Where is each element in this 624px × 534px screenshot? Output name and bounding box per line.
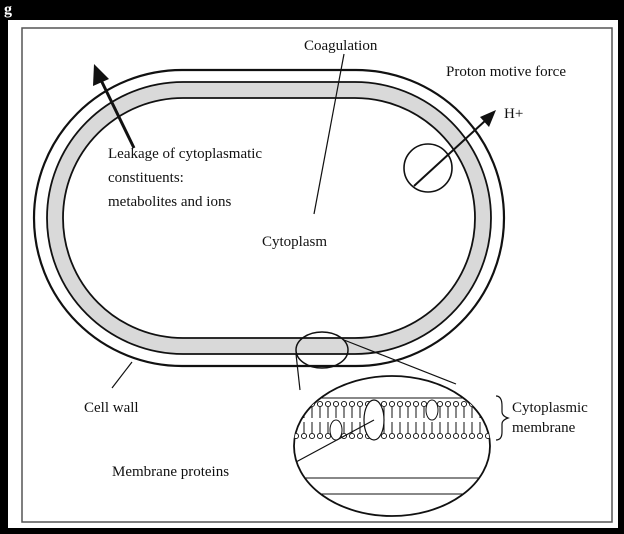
lipid-head bbox=[469, 433, 474, 438]
lipid-head bbox=[317, 401, 322, 406]
lipid-head bbox=[453, 433, 458, 438]
proton-pump-circle bbox=[404, 144, 452, 192]
lipid-head bbox=[445, 401, 450, 406]
lipid-head bbox=[405, 401, 410, 406]
lipid-head bbox=[349, 433, 354, 438]
lipid-head bbox=[437, 401, 442, 406]
lipid-head bbox=[309, 433, 314, 438]
lipid-head bbox=[429, 433, 434, 438]
membrane-protein-small-upper bbox=[426, 400, 438, 420]
lipid-head bbox=[381, 433, 386, 438]
label-h-plus: H+ bbox=[504, 106, 523, 122]
lipid-head bbox=[461, 433, 466, 438]
lipid-head bbox=[349, 401, 354, 406]
lipid-head bbox=[301, 433, 306, 438]
lipid-head bbox=[453, 401, 458, 406]
partial-caption: g bbox=[4, 1, 12, 18]
lipid-head bbox=[381, 401, 386, 406]
lipid-head bbox=[397, 401, 402, 406]
label-membrane-proteins: Membrane proteins bbox=[112, 464, 229, 480]
label-proton-motive-force: Proton motive force bbox=[446, 64, 566, 80]
lipid-head bbox=[413, 433, 418, 438]
lipid-head bbox=[397, 433, 402, 438]
label-cytoplasmic-membrane-line2: membrane bbox=[512, 420, 576, 436]
lipid-head bbox=[357, 401, 362, 406]
lipid-head bbox=[477, 433, 482, 438]
lipid-head bbox=[421, 401, 426, 406]
lipid-head bbox=[413, 401, 418, 406]
lipid-head bbox=[357, 433, 362, 438]
membrane-protein-small-lower bbox=[330, 420, 342, 440]
lipid-head bbox=[317, 433, 322, 438]
lipid-head bbox=[389, 433, 394, 438]
lipid-head bbox=[341, 401, 346, 406]
label-cytoplasm: Cytoplasm bbox=[262, 234, 327, 250]
lipid-head bbox=[405, 433, 410, 438]
label-cell-wall: Cell wall bbox=[84, 400, 139, 416]
lipid-head bbox=[437, 433, 442, 438]
label-coagulation: Coagulation bbox=[304, 38, 378, 54]
label-cytoplasmic-membrane-line1: Cytoplasmic bbox=[512, 400, 588, 416]
magnified-membrane-ellipse bbox=[294, 376, 490, 516]
label-leakage-line2: constituents: bbox=[108, 170, 184, 186]
lipid-head bbox=[445, 433, 450, 438]
lipid-head bbox=[325, 401, 330, 406]
label-leakage-line1: Leakage of cytoplasmatic bbox=[108, 146, 262, 162]
lipid-head bbox=[461, 401, 466, 406]
cytoplasm-region bbox=[63, 98, 475, 338]
label-leakage-line3: metabolites and ions bbox=[108, 194, 231, 210]
lipid-head bbox=[421, 433, 426, 438]
lipid-head bbox=[389, 401, 394, 406]
lipid-head bbox=[333, 401, 338, 406]
lipid-head bbox=[325, 433, 330, 438]
